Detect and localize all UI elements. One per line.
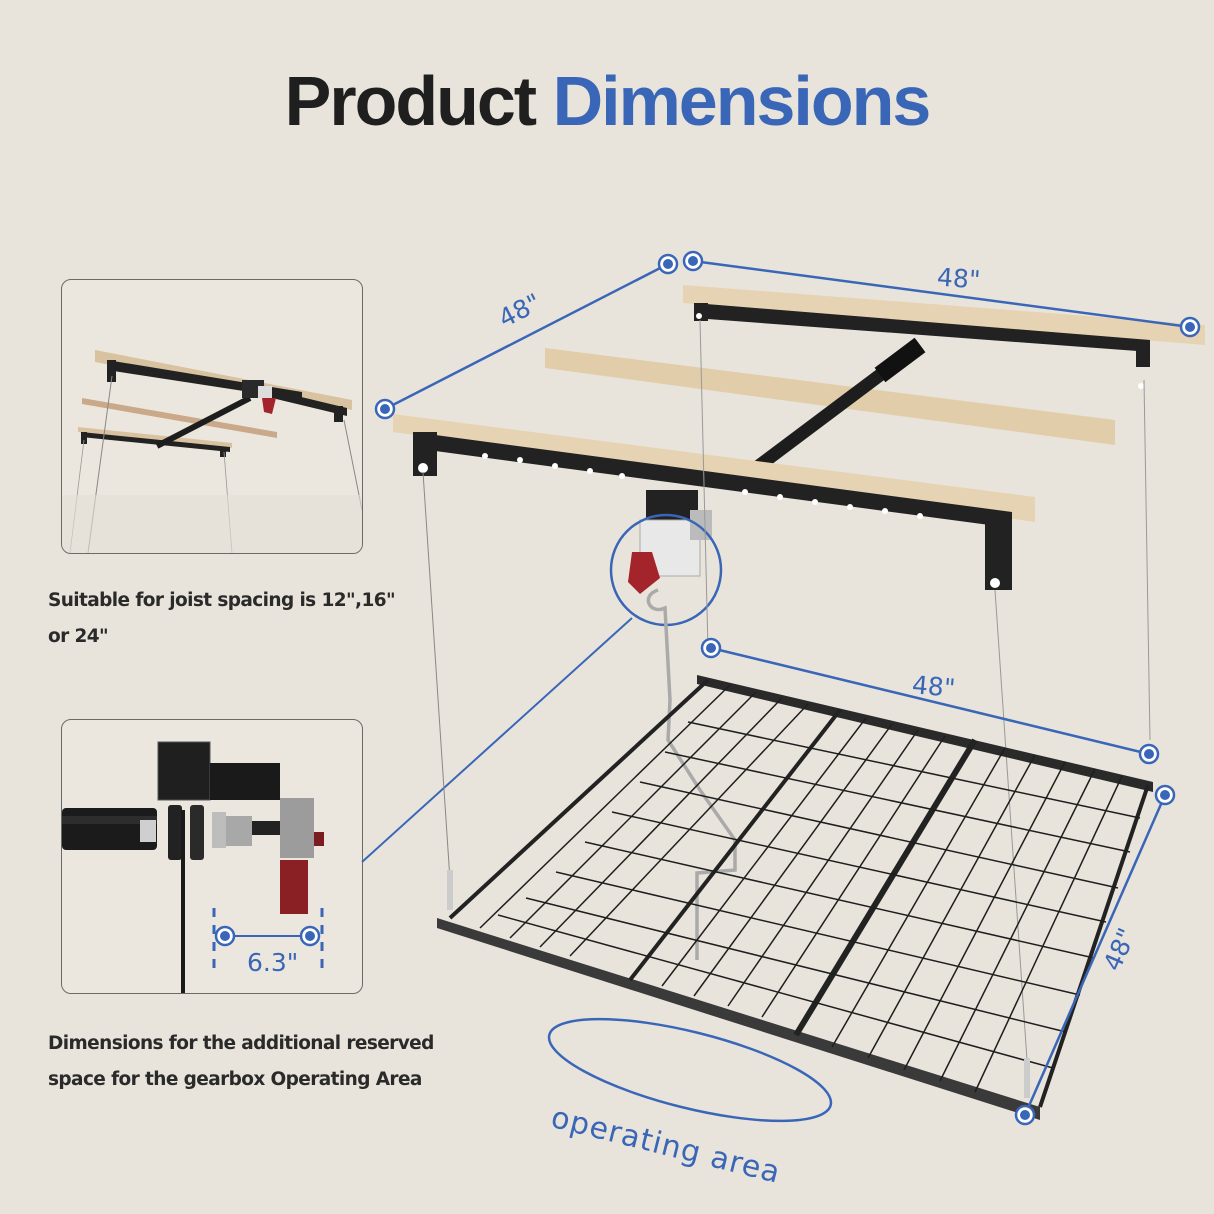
title-dimensions: Dimensions <box>552 62 932 140</box>
dimension-top-width <box>682 250 1201 338</box>
ceiling-mount-illustration <box>62 350 362 553</box>
label-rack-width: 48" <box>910 670 957 703</box>
dimension-top-depth <box>374 253 679 420</box>
operating-caption-line2: space for the gearbox Operating Area <box>48 1069 422 1090</box>
joist-caption-line2: or 24" <box>48 626 109 647</box>
dimension-rack-depth <box>1014 784 1176 1126</box>
joist-spacing-caption: Suitable for joist spacing is 12",16" or… <box>48 583 396 655</box>
rack-front-rail <box>437 918 1040 1120</box>
callout-connector <box>361 617 633 863</box>
rack-wire-grid <box>479 684 1141 1093</box>
operating-area-caption: Dimensions for the additional reserved s… <box>48 1026 434 1098</box>
joist-spacing-panel <box>61 279 363 554</box>
label-top-width: 48" <box>936 262 982 295</box>
operating-caption-line1: Dimensions for the additional reserved <box>48 1033 434 1054</box>
gearbox-dimension-label: 6.3" <box>247 948 299 977</box>
joist-caption-line1: Suitable for joist spacing is 12",16" <box>48 590 396 611</box>
gearbox-illustration <box>62 741 324 993</box>
operating-area-ellipse <box>547 1017 833 1123</box>
dimension-rack-width <box>700 637 1160 765</box>
middle-joist <box>545 348 1115 445</box>
brake-handle <box>628 552 660 594</box>
rack-back-rail <box>697 675 1153 792</box>
back-joist <box>683 285 1205 345</box>
page-title: Product Dimensions <box>0 66 1214 136</box>
gearbox-dimension-marker <box>212 908 324 972</box>
title-product: Product <box>284 62 537 140</box>
gearbox-closeup-panel: 6.3" <box>61 719 363 994</box>
